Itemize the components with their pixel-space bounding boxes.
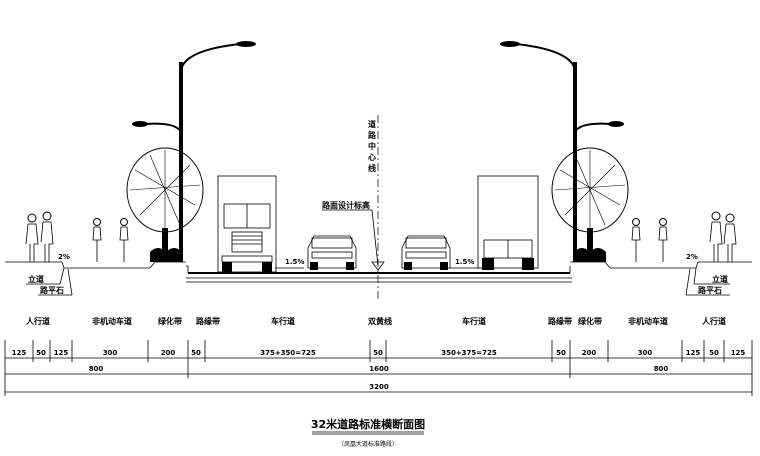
dimension-value: 50 [556, 349, 566, 357]
dimension-value: 125 [686, 349, 701, 357]
drawing-title: 32米道路标准横断面图 [311, 417, 425, 431]
dimension-value: 125 [12, 349, 27, 357]
dimension-row-2: 800 1600 800 [4, 362, 753, 378]
dimension-row-1: 125 50 125 300 200 50 375+350=725 50 350… [4, 340, 753, 362]
road-profile [5, 261, 752, 283]
dimension-value: 50 [191, 349, 201, 357]
section-label: 车行道 [271, 316, 295, 326]
dimension-value: 200 [161, 349, 176, 357]
dimension-value: 3200 [369, 383, 389, 391]
dimension-value: 350+375=725 [441, 349, 497, 357]
svg-text:路平石: 路平石 [40, 285, 64, 295]
dimension-value: 50 [709, 349, 719, 357]
svg-text:立道: 立道 [28, 274, 44, 284]
dimension-value: 125 [731, 349, 746, 357]
svg-text:立道: 立道 [712, 274, 728, 284]
centerline-label: 道路中心线 [367, 119, 377, 175]
section-label: 路缘带 [196, 316, 220, 326]
drawing-subtitle: （凤凰大道标准路段） [338, 440, 398, 448]
pedestrians-right [709, 211, 737, 262]
dimension-value: 800 [654, 365, 669, 373]
car-right [401, 235, 451, 270]
svg-text:路平石: 路平石 [698, 285, 722, 295]
section-label: 人行道 [26, 316, 50, 326]
truck-right [477, 175, 539, 270]
truck-left [217, 175, 277, 273]
dimension-value: 800 [89, 365, 104, 373]
section-label: 绿化带 [578, 316, 602, 326]
slope-label-right-carriageway: 1.5% [455, 258, 474, 266]
slope-label-right-sidewalk: 2% [686, 253, 698, 261]
tree-right [551, 147, 629, 262]
dimension-value: 50 [36, 349, 46, 357]
cyclists-right [631, 218, 668, 262]
section-label: 非机动车道 [92, 316, 132, 326]
dimension-value: 125 [54, 349, 69, 357]
tree-left [126, 147, 204, 262]
dimension-value: 375+350=725 [260, 349, 316, 357]
slope-label-left-sidewalk: 2% [58, 253, 70, 261]
section-label: 双黄线 [368, 316, 392, 326]
dimension-value: 300 [638, 349, 653, 357]
callout-left: 立道 路平石 [26, 267, 73, 296]
callout-right: 立道 路平石 [685, 267, 730, 296]
dimension-value: 1600 [369, 365, 389, 373]
dimension-row-3: 3200 [4, 378, 753, 396]
section-label: 车行道 [462, 316, 486, 326]
section-label: 绿化带 [158, 316, 182, 326]
elevation-marker [371, 261, 385, 271]
car-left [307, 235, 357, 270]
slope-label-left-carriageway: 1.5% [285, 258, 304, 266]
section-label: 非机动车道 [628, 316, 668, 326]
dimension-value: 300 [103, 349, 118, 357]
dimension-value: 50 [373, 349, 383, 357]
section-label: 人行道 [702, 316, 726, 326]
dimension-value: 200 [582, 349, 597, 357]
pedestrians-left [25, 211, 54, 262]
section-labels: 人行道 非机动车道 绿化带 路缘带 车行道 双黄线 车行道 路缘带 绿化带 非机… [26, 316, 726, 326]
cyclists-left [92, 218, 129, 262]
section-label: 路缘带 [548, 316, 572, 326]
design-elevation-label: 路面设计标高 [322, 200, 370, 210]
